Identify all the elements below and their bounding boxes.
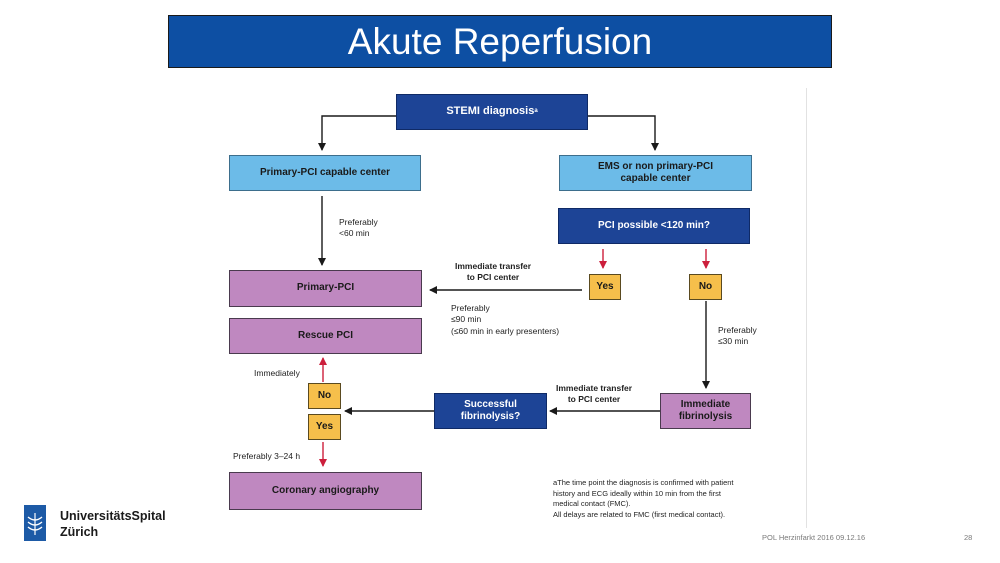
ems-box: EMS or non primary-PCI capable center: [559, 155, 752, 191]
label-transfer-bottom: Immediate transfer to PCI center: [556, 383, 633, 405]
stemi-superscript: a: [534, 108, 538, 115]
university-hospital-logo-icon: [24, 505, 46, 541]
no-top-box: No: [689, 274, 722, 300]
label-transfer-top: Immediate transfer to PCI center: [455, 261, 532, 283]
label-preferably-60: Preferably <60 min: [339, 217, 378, 239]
footnote: aThe time point the diagnosis is confirm…: [553, 478, 734, 519]
no-bottom-box: No: [308, 383, 341, 409]
label-preferably-3-24: Preferably 3–24 h: [233, 451, 301, 461]
successful-fibrinolysis-box: Successful fibrinolysis?: [434, 393, 547, 429]
page-number: 28: [964, 533, 973, 542]
coronary-angiography-box: Coronary angiography: [229, 472, 422, 510]
immediate-fibrinolysis-box: Immediate fibrinolysis: [660, 393, 751, 429]
yes-top-box: Yes: [589, 274, 621, 300]
vertical-divider: [806, 88, 807, 528]
arrow-stemi-to-ems: [588, 115, 659, 151]
label-immediately: Immediately: [254, 368, 300, 378]
yes-bottom-box: Yes: [308, 414, 341, 440]
primary-pci-box: Primary-PCI: [229, 270, 422, 307]
slide-footer: POL Herzinfarkt 2016 09.12.16: [762, 533, 866, 542]
label-preferably-90: Preferably ≤90 min (≤60 min in early pre…: [451, 303, 560, 336]
stemi-diagnosis-label: STEMI diagnosis: [446, 105, 535, 118]
pci-capable-center-box: Primary-PCI capable center: [229, 155, 421, 191]
slide-title: Akute Reperfusion: [168, 15, 832, 68]
label-preferably-30: Preferably ≤30 min: [718, 325, 757, 347]
arrow-stemi-to-pci-center: [318, 115, 396, 151]
rescue-pci-box: Rescue PCI: [229, 318, 422, 354]
pci-possible-box: PCI possible <120 min?: [558, 208, 750, 244]
logo-wordmark: UniversitätsSpital Zürich: [60, 509, 166, 539]
